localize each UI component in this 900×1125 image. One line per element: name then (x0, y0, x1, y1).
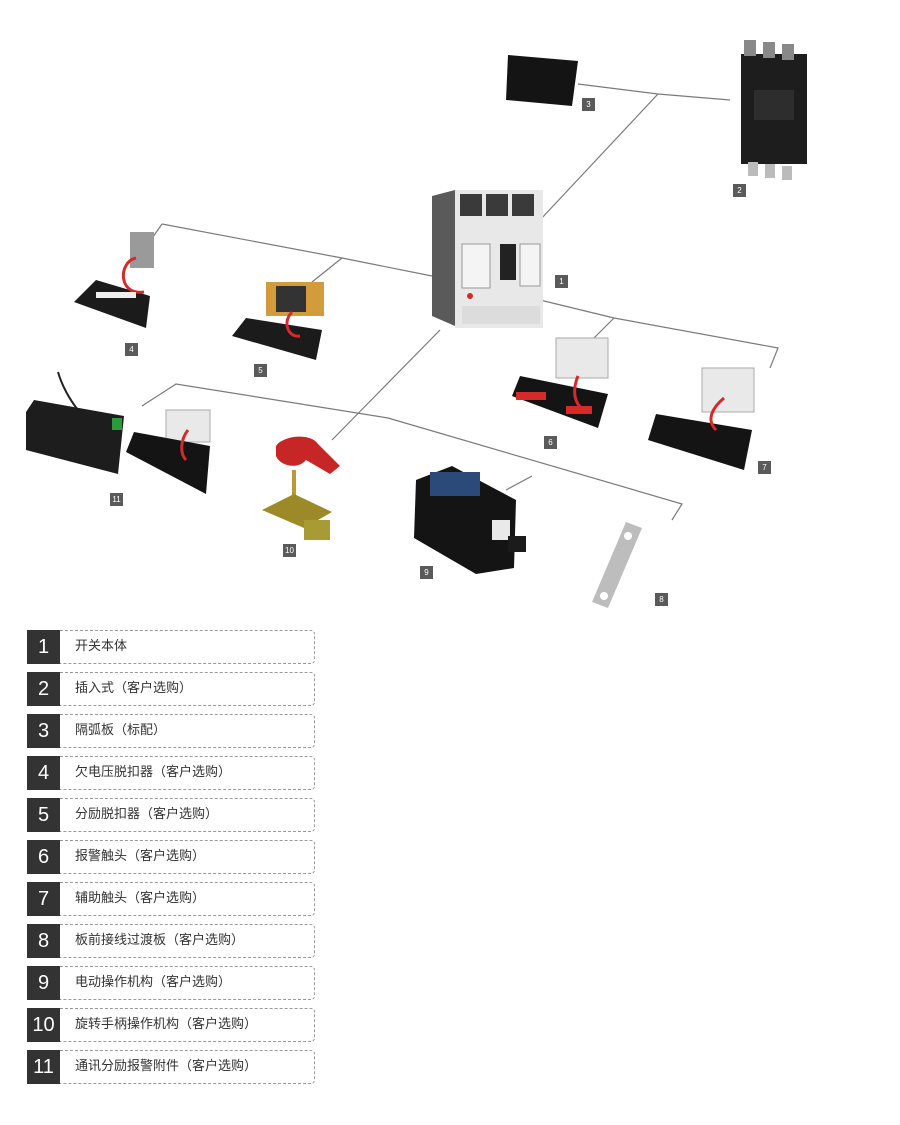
legend-frame (60, 798, 315, 832)
legend-label: 开关本体 (75, 639, 128, 654)
legend-row: 7 辅助触头（客户选购） (27, 882, 317, 916)
callout-9: 9 (420, 566, 433, 579)
legend-label: 旋转手柄操作机构（客户选购） (75, 1017, 258, 1032)
legend-label: 辅助触头（客户选购） (75, 891, 206, 906)
legend-number: 8 (27, 924, 60, 958)
legend-label: 通讯分励报警附件（客户选购） (75, 1059, 258, 1074)
legend-label: 欠电压脱扣器（客户选购） (75, 765, 232, 780)
legend-frame (60, 714, 315, 748)
connector-lines (141, 83, 779, 521)
legend-row: 4 欠电压脱扣器（客户选购） (27, 756, 317, 790)
legend-frame (60, 630, 315, 664)
legend-number: 4 (27, 756, 60, 790)
legend-frame (60, 1050, 315, 1084)
callout-2: 2 (733, 184, 746, 197)
legend-row: 5 分励脱扣器（客户选购） (27, 798, 317, 832)
legend-row: 9 电动操作机构（客户选购） (27, 966, 317, 1000)
legend-frame (60, 756, 315, 790)
callout-10: 10 (283, 544, 296, 557)
comm-module (26, 371, 211, 494)
callout-11: 11 (110, 493, 123, 506)
transition-plate (592, 522, 642, 608)
callout-5: 5 (254, 364, 267, 377)
legend-number: 10 (27, 1008, 60, 1042)
legend-label: 电动操作机构（客户选购） (75, 975, 232, 990)
legend-label: 隔弧板（标配） (75, 723, 167, 738)
legend-row: 2 插入式（客户选购） (27, 672, 317, 706)
legend-frame (60, 882, 315, 916)
callout-4: 4 (125, 343, 138, 356)
callout-7: 7 (758, 461, 771, 474)
callout-8: 8 (655, 593, 668, 606)
legend-frame (60, 924, 315, 958)
breaker-body (432, 190, 543, 328)
legend-row: 6 报警触头（客户选购） (27, 840, 317, 874)
motor-operator (414, 466, 526, 574)
parts-legend: 1 开关本体 2 插入式（客户选购） 3 隔弧板（标配） 4 欠电压脱扣器（客户… (27, 630, 317, 1092)
rotary-handle (262, 436, 340, 540)
legend-number: 6 (27, 840, 60, 874)
alarm-contact (512, 337, 609, 428)
shunt-release (232, 282, 324, 360)
legend-frame (60, 840, 315, 874)
undervoltage-release (74, 232, 154, 328)
accessory-diagram (26, 40, 807, 608)
legend-number: 5 (27, 798, 60, 832)
legend-row: 3 隔弧板（标配） (27, 714, 317, 748)
arc-barrier-plate (506, 55, 578, 106)
legend-number: 1 (27, 630, 60, 664)
callout-1: 1 (555, 275, 568, 288)
legend-row: 11 通讯分励报警附件（客户选购） (27, 1050, 317, 1084)
legend-label: 报警触头（客户选购） (75, 849, 206, 864)
legend-label: 板前接线过渡板（客户选购） (75, 933, 245, 948)
auxiliary-contact (648, 367, 755, 470)
legend-label: 分励脱扣器（客户选购） (75, 807, 219, 822)
legend-number: 11 (27, 1050, 60, 1084)
legend-row: 10 旋转手柄操作机构（客户选购） (27, 1008, 317, 1042)
callout-3: 3 (582, 98, 595, 111)
callout-6: 6 (544, 436, 557, 449)
legend-row: 1 开关本体 (27, 630, 317, 664)
legend-number: 3 (27, 714, 60, 748)
legend-label: 插入式（客户选购） (75, 681, 193, 696)
legend-number: 9 (27, 966, 60, 1000)
legend-frame (60, 672, 315, 706)
legend-frame (60, 966, 315, 1000)
legend-number: 2 (27, 672, 60, 706)
legend-frame (60, 1008, 315, 1042)
plug-in-base (741, 40, 807, 180)
legend-row: 8 板前接线过渡板（客户选购） (27, 924, 317, 958)
legend-number: 7 (27, 882, 60, 916)
